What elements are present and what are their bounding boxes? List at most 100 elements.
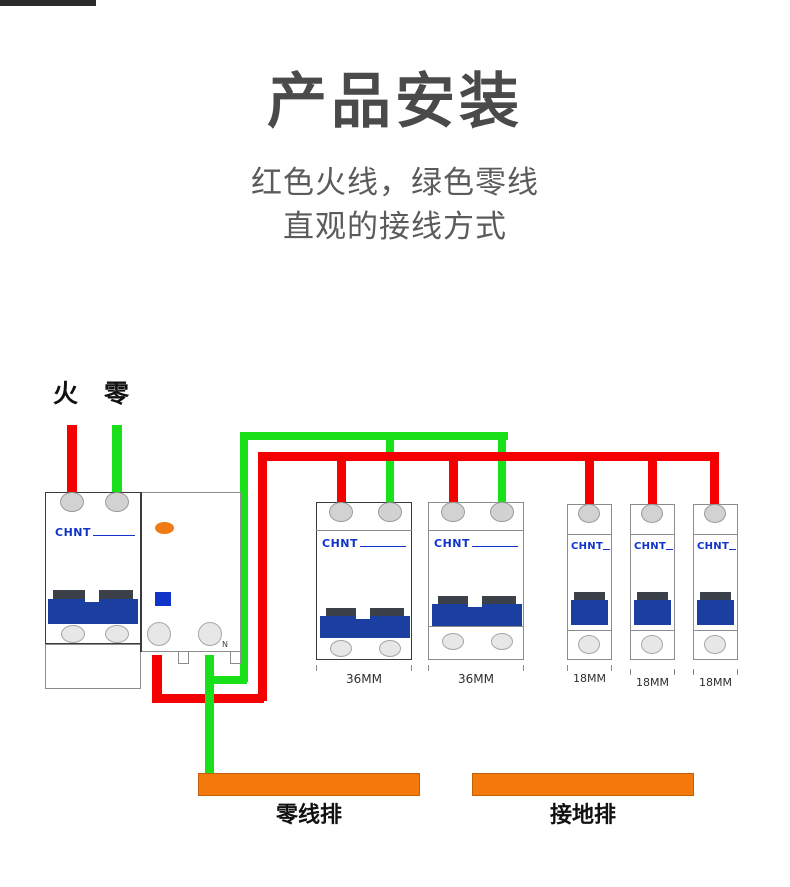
header: 产品安装 红色火线，绿色零线 直观的接线方式 [0,0,790,248]
mcb-1pole-2-toggle-body[interactable] [634,600,671,625]
mcb-1pole-2-body[interactable] [630,504,675,660]
mcb-2pole-1-top-divider [316,530,412,531]
main-rcbo-toggle-base-line [0,2,96,4]
mcb-2pole-2-terminal-neutral[interactable] [490,502,514,522]
rcd-trip-indicator [155,592,171,606]
ground-busbar[interactable] [472,773,694,796]
mcb-2pole-1-terminal-live[interactable] [329,502,353,522]
main-rcbo-logo: CHNT [55,526,91,539]
mcb-2pole-1-toggle-base-line [0,4,96,6]
wire-rcbo-neutral-out-down [205,655,214,785]
mcb-2pole-2-width-label: 36MM [428,671,524,687]
mcb-2pole-1-logo-rule [360,546,406,547]
main-rcbo-neutral-terminal-label: N [222,640,228,649]
main-rcbo-terminal-live-out[interactable] [147,622,171,646]
mcb-1pole-3-toggle-cap[interactable] [700,592,731,600]
main-rcbo-terminal-neutral-in[interactable] [105,492,129,512]
main-rcbo-din-clip-2 [230,652,241,664]
wire-live-drop-mcb2p2 [449,452,458,514]
mcb-2pole-2-terminal-out-1[interactable] [442,633,464,650]
mcb-1pole-2-width-label: 18MM [630,675,675,691]
mcb-1pole-1-terminal-out[interactable] [578,635,600,654]
mcb-1pole-2-logo: CHNT [634,541,667,552]
mcb-1pole-2-toggle-cap[interactable] [637,592,668,600]
wire-neutral-drop-mcb2p2 [498,432,506,512]
mcb-1pole-3-toggle-body[interactable] [697,600,734,625]
mcb-1pole-2-top-divider [630,534,675,535]
mcb-1pole-3-top-divider [693,534,738,535]
mcb-1pole-1-body[interactable] [567,504,612,660]
mcb-2pole-1-toggle-body[interactable] [320,616,410,638]
page-title: 产品安装 [267,67,523,137]
subtitle-line-1: 红色火线，绿色零线 [251,164,539,201]
main-rcbo-terminal-mcb-out-1[interactable] [61,625,85,643]
mcb-1pole-2-toggle-base-line [630,630,675,631]
mcb-2pole-2-toggle-body[interactable] [432,604,522,626]
wire-live-drop-mcb1p1 [585,452,594,514]
wire-supply-live [67,425,77,505]
mcb-2pole-2-terminal-out-2[interactable] [491,633,513,650]
mcb-1pole-2-terminal-live[interactable] [641,504,663,523]
mcb-2pole-2-toggle-base-line [428,626,524,627]
wire-neutral-drop-mcb2p1 [386,432,394,512]
mcb-2pole-1-terminal-neutral[interactable] [378,502,402,522]
wire-neutral-bus-top [240,432,508,440]
mcb-1pole-1-dimension: 18MM [567,664,612,687]
mcb-2pole-2-dimension: 36MM [428,664,524,687]
main-rcbo-terminal-live-in[interactable] [60,492,84,512]
main-rcbo-terminal-mcb-out-2[interactable] [105,625,129,643]
main-rcbo-module-divider [140,492,142,652]
mcb-1pole-1-toggle-body[interactable] [571,600,608,625]
neutral-busbar[interactable] [198,773,420,796]
mcb-2pole-2-toggle-notch [468,596,482,607]
mcb-2pole-1-terminal-out-1[interactable] [330,640,352,657]
mcb-2pole-1-width-label: 36MM [316,671,412,687]
wire-live-drop-mcb1p2 [648,452,657,514]
mcb-1pole-1-toggle-base-line [567,630,612,631]
live-supply-label: 火 [53,379,79,408]
rcd-test-button[interactable] [155,522,174,534]
main-rcbo-toggle-body[interactable] [48,599,138,624]
mcb-1pole-2-logo-rule [666,549,673,550]
mcb-1pole-3-body[interactable] [693,504,738,660]
ground-busbar-label: 接地排 [549,803,616,828]
mcb-1pole-1-logo: CHNT [571,541,604,552]
mcb-1pole-1-top-divider [567,534,612,535]
mcb-2pole-1-toggle-notch [356,608,370,619]
neutral-supply-label: 零 [104,379,130,408]
mcb-1pole-1-terminal-live[interactable] [578,504,600,523]
mcb-2pole-1-logo: CHNT [322,537,358,550]
mcb-2pole-2-logo-rule [472,546,518,547]
mcb-1pole-3-dimension: 18MM [693,668,738,691]
mcb-1pole-3-logo-rule [729,549,736,550]
mcb-1pole-3-terminal-out[interactable] [704,635,726,654]
mcb-1pole-3-logo: CHNT [697,541,730,552]
mcb-2pole-2-logo: CHNT [434,537,470,550]
main-rcbo-logo-rule [93,535,135,536]
wire-live-drop-mcb2p1 [337,452,346,514]
mcb-1pole-3-toggle-base-line [693,630,738,631]
mcb-1pole-3-width-label: 18MM [693,675,738,691]
mcb-1pole-2-dimension: 18MM [630,668,675,691]
mcb-2pole-2-terminal-live[interactable] [441,502,465,522]
mcb-2pole-2-top-divider [428,530,524,531]
mcb-1pole-1-logo-rule [603,549,610,550]
mcb-1pole-2-terminal-out[interactable] [641,635,663,654]
mcb-1pole-1-width-label: 18MM [567,671,612,687]
wire-rcbo-neutral-branch-across [205,676,247,684]
mcb-1pole-1-toggle-cap[interactable] [574,592,605,600]
mcb-2pole-1-dimension: 36MM [316,664,412,687]
wire-supply-neutral [112,425,122,505]
mcb-2pole-1-terminal-out-2[interactable] [379,640,401,657]
wire-live-bus-top [258,452,719,461]
main-rcbo-toggle-notch [85,590,99,602]
main-rcbo-terminal-neutral-out[interactable] [198,622,222,646]
wire-live-drop-mcb1p3 [710,452,719,514]
wire-rcbo-live-out-down [152,655,162,703]
main-rcbo-base-box [45,644,141,689]
mcb-1pole-3-terminal-live[interactable] [704,504,726,523]
wire-live-bus-left-riser [258,452,267,701]
main-rcbo-din-clip-1 [178,652,189,664]
